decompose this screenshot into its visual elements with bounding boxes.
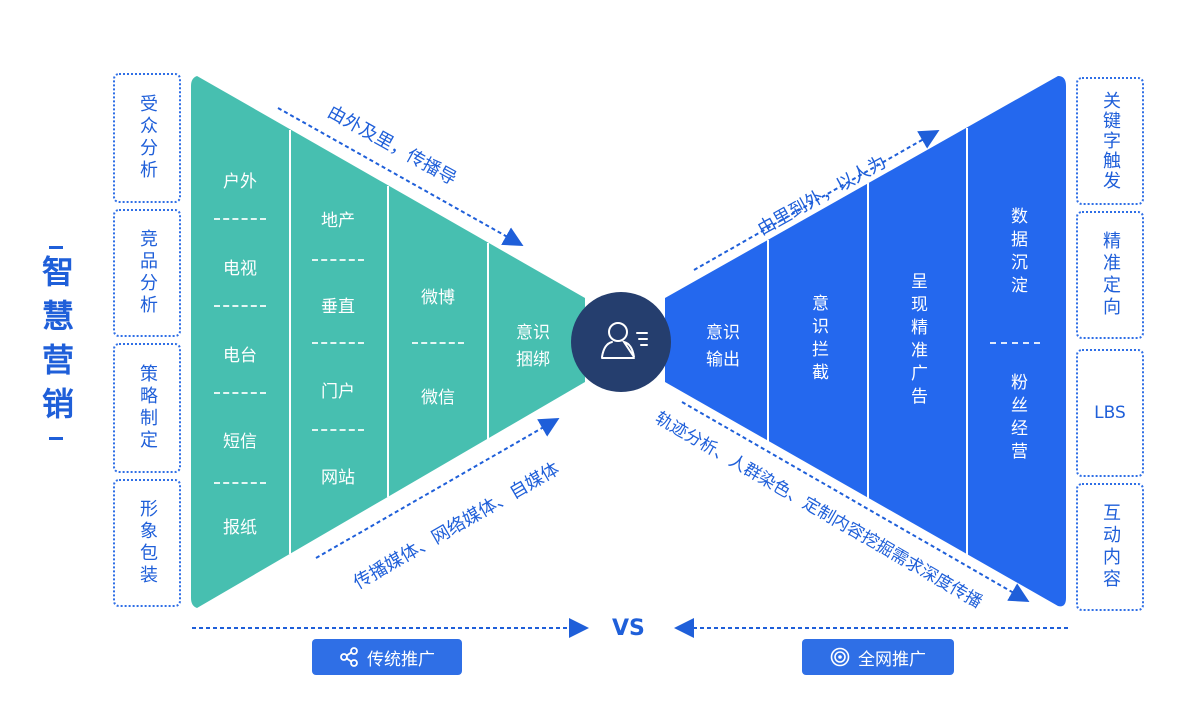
right-col1-item: 输出 [706,350,740,370]
left-col1-item: 短信 [223,432,257,452]
user-icon [601,322,648,359]
right-col4-divider [990,342,1040,344]
left-col4-item: 意识 [516,323,550,343]
right-col3-text: 呈现精准广告 [907,272,927,410]
arrow-top-right [693,130,940,271]
left-col1-item: 电视 [223,259,257,279]
right-box-lbs: LBS [1076,349,1144,477]
left-col1-item: 电台 [223,346,257,366]
left-box-label: 受众分析 [137,94,158,182]
traditional-promotion-label: 传统推广 [367,649,435,670]
left-col1-divider [214,392,266,394]
left-col2-item: 地产 [321,211,355,231]
left-box-label: 竞品分析 [137,229,158,317]
right-funnel-shape [665,76,1066,607]
right-col1-item: 意识 [706,323,740,343]
right-box-keyword-trigger: 关键字触发 [1076,77,1144,205]
left-col2-item: 网站 [321,468,355,488]
left-box-label: 策略制定 [137,364,158,452]
left-col1-item: 报纸 [223,518,257,538]
left-box-competitor-analysis: 竞品分析 [113,209,181,337]
right-box-label: 关键字触发 [1100,91,1121,191]
left-col3-item: 微博 [421,288,455,308]
right-col4-bottom-text: 粉丝经营 [1007,373,1027,465]
target-icon [830,647,850,667]
right-col2-text: 意识拦截 [808,294,828,386]
left-col1-divider [214,305,266,307]
right-col4-top-text: 数据沉淀 [1007,207,1027,299]
left-box-strategy: 策略制定 [113,343,181,473]
left-col2-divider [312,429,364,431]
left-col2-divider [312,342,364,344]
fullnet-promotion-button[interactable]: 全网推广 [802,639,954,675]
left-col1-item: 户外 [223,172,257,192]
left-col2-divider [312,259,364,261]
left-col1-divider [214,218,266,220]
title-dash-top [49,246,63,249]
traditional-promotion-button[interactable]: 传统推广 [312,639,462,675]
left-box-audience-analysis: 受众分析 [113,73,181,203]
title-text: 智慧营销 [37,255,75,431]
arrow-bottom-right [681,401,1030,602]
left-box-label: 形象包装 [137,499,158,587]
center-circle [571,292,671,392]
left-col1-divider [214,482,266,484]
right-box-interactive-content: 互动内容 [1076,483,1144,611]
right-box-label: 互动内容 [1100,503,1121,591]
right-box-precise-targeting: 精准定向 [1076,211,1144,339]
main-title: 智慧营销 [28,240,84,446]
left-col2-item: 门户 [321,382,355,402]
vs-label: VS [612,616,645,641]
left-col3-divider [412,342,464,344]
left-col4-item: 捆绑 [516,350,550,370]
left-col2-item: 垂直 [321,297,355,317]
share-icon [339,647,359,667]
title-dash-bottom [49,437,63,440]
fullnet-promotion-label: 全网推广 [858,649,926,670]
right-box-label: 精准定向 [1100,231,1121,319]
left-box-branding: 形象包装 [113,479,181,607]
left-col3-item: 微信 [421,388,455,408]
right-box-label: LBS [1094,403,1126,423]
arrow-top-left [277,107,524,246]
